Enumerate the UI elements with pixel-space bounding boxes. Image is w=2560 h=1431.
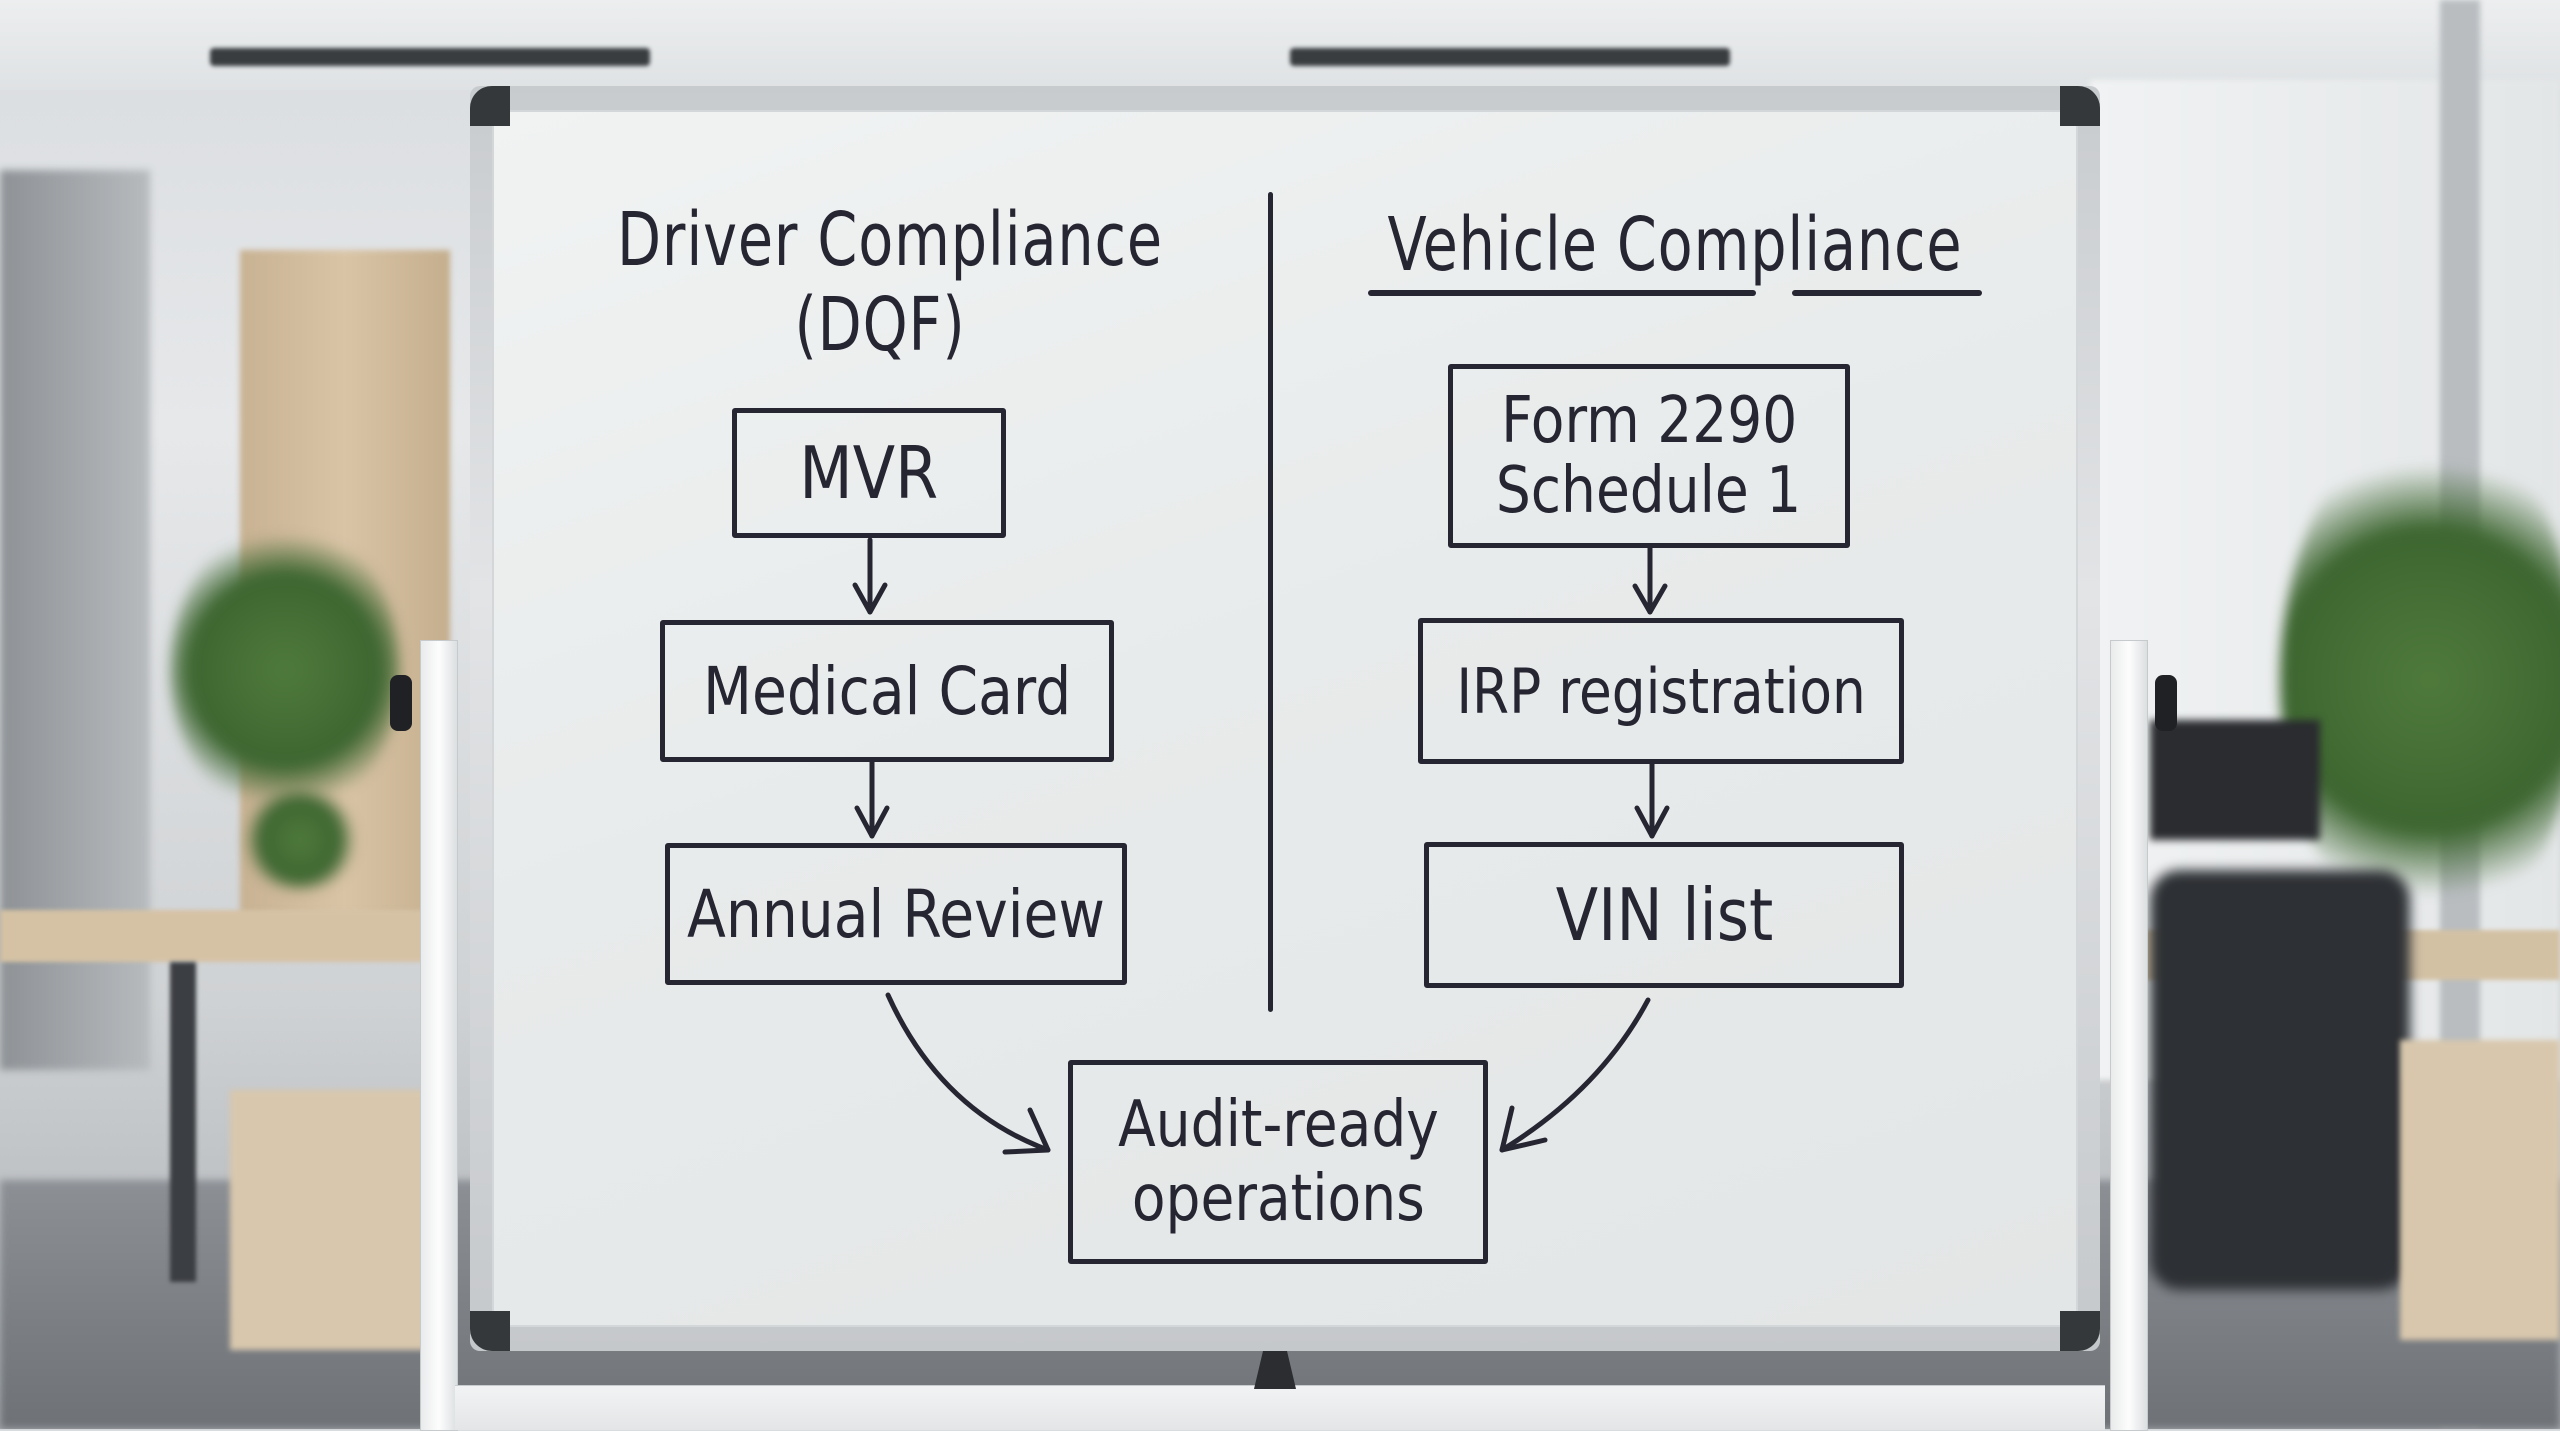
desk-leg [170, 962, 196, 1282]
medical-card-label: Medical Card [702, 652, 1072, 730]
audit-ready-box: Audit-ready operations [1068, 1060, 1488, 1264]
vin-list-box: VIN list [1424, 842, 1904, 988]
driver-compliance-title: Driver Compliance [616, 197, 1164, 283]
desk [0, 910, 430, 962]
whiteboard [470, 86, 2100, 1351]
dqf-subtitle: (DQF) [794, 282, 966, 368]
plant [170, 520, 400, 820]
plant [2280, 420, 2560, 940]
stand-post-left [420, 640, 458, 1431]
ceiling-light [210, 48, 650, 66]
annual-review-label: Annual Review [687, 875, 1105, 953]
corner-cap [2060, 1311, 2100, 1351]
office-chair [2150, 870, 2410, 1290]
mvr-box: MVR [732, 408, 1006, 538]
stand-post-right [2110, 640, 2148, 1431]
medical-card-box: Medical Card [660, 620, 1114, 762]
title-underline [1368, 290, 1756, 296]
stand-knob-right [2155, 675, 2177, 731]
drawer-unit [2400, 1040, 2560, 1340]
stand-knob-left [390, 675, 412, 731]
irp-registration-box: IRP registration [1418, 618, 1904, 764]
schedule-1-label: Schedule 1 [1496, 454, 1802, 528]
irp-registration-label: IRP registration [1456, 654, 1866, 728]
mvr-label: MVR [799, 431, 939, 515]
annual-review-box: Annual Review [665, 843, 1127, 985]
ceiling-light [1290, 48, 1730, 66]
vin-list-label: VIN list [1555, 873, 1773, 957]
form-2290-box: Form 2290 Schedule 1 [1448, 364, 1850, 548]
audit-ready-label: Audit-ready [1117, 1088, 1439, 1162]
stand-crossbar [455, 1385, 2105, 1430]
ceiling [0, 0, 2560, 90]
small-plant [240, 790, 360, 890]
column-divider [1268, 192, 1273, 1012]
form-2290-label: Form 2290 [1500, 384, 1798, 458]
corner-cap [470, 86, 510, 126]
title-underline [1792, 290, 1982, 296]
corner-cap [470, 1311, 510, 1351]
whiteboard-surface [492, 110, 2078, 1327]
drawer-unit [230, 1090, 430, 1350]
monitor [2150, 720, 2320, 840]
corner-cap [2060, 86, 2100, 126]
vehicle-compliance-title: Vehicle Compliance [1387, 202, 1963, 288]
operations-label: operations [1131, 1162, 1425, 1236]
